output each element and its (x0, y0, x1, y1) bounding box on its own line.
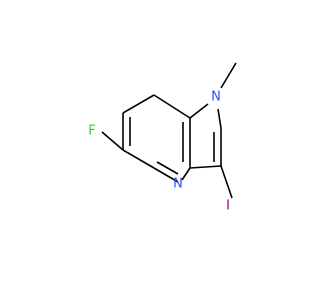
bond-c3-c3a (189, 165, 222, 169)
atom-nitrogen-pyridine: N (173, 177, 183, 192)
atom-iodine: I (226, 199, 230, 214)
bond-c3-i (220, 165, 233, 199)
atom-nitrogen-pyrrole: N (211, 90, 221, 105)
bond-c7a-c7-link (153, 94, 191, 119)
atom-fluorine: F (88, 124, 95, 139)
bond-c7a-c7 (122, 94, 155, 114)
structure-canvas: F N N I (88, 62, 237, 214)
bond-n1-c2 (217, 108, 222, 129)
bond-c6-c5 (122, 149, 155, 169)
bond-c5-n4 (153, 167, 179, 183)
bond-n4-c3a (181, 167, 191, 181)
bond-n1-methyl (220, 62, 237, 89)
bond-c7a-n1 (189, 103, 209, 119)
bond-c6-f (101, 131, 124, 151)
molecule-diagram: F N N I (88, 62, 237, 214)
bond-c5-n4-double (156, 161, 179, 175)
